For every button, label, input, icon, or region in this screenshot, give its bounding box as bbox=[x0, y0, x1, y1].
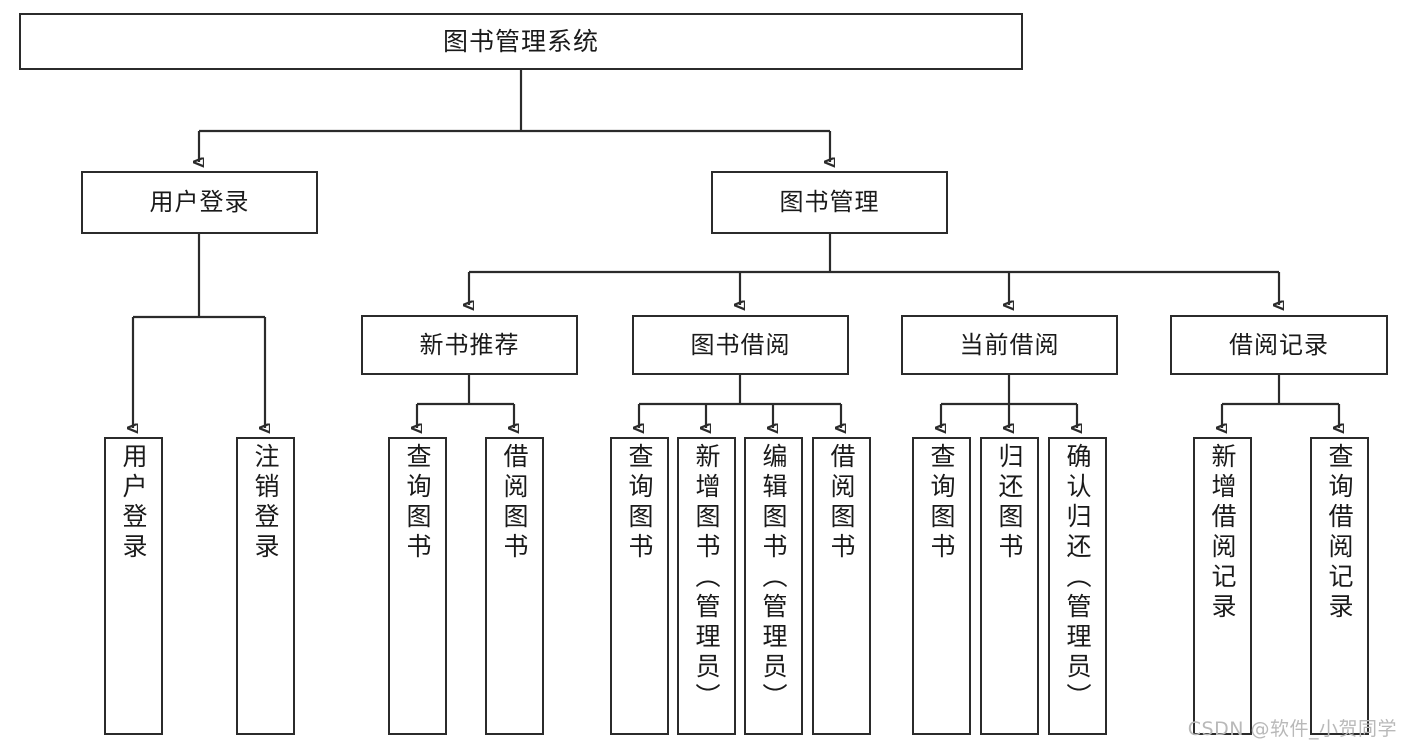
node-borrow-record[interactable]: 借阅记录 bbox=[1170, 315, 1388, 375]
node-label: 借阅图书 bbox=[500, 443, 529, 563]
node-label: 图书管理系统 bbox=[442, 26, 599, 56]
node-label: 查询图书 bbox=[403, 443, 432, 563]
watermark-text: CSDN @软件_小贺同学 bbox=[1187, 718, 1397, 740]
node-label: 新增图书（管理员） bbox=[692, 443, 721, 713]
leaf-query-book-3[interactable]: 查询图书 bbox=[912, 437, 971, 735]
node-label: 图书借阅 bbox=[690, 330, 791, 359]
node-label: 用户登录 bbox=[119, 443, 148, 563]
node-label: 确认归还（管理员） bbox=[1063, 443, 1092, 713]
node-label: 查询图书 bbox=[927, 443, 956, 563]
leaf-borrow-book-2[interactable]: 借阅图书 bbox=[812, 437, 871, 735]
node-label: 当前借阅 bbox=[959, 330, 1060, 359]
node-label: 编辑图书（管理员） bbox=[759, 443, 788, 713]
node-current-borrow[interactable]: 当前借阅 bbox=[901, 315, 1118, 375]
leaf-borrow-book-1[interactable]: 借阅图书 bbox=[485, 437, 544, 735]
node-root-system[interactable]: 图书管理系统 bbox=[19, 13, 1023, 70]
leaf-query-book-1[interactable]: 查询图书 bbox=[388, 437, 447, 735]
leaf-user-login[interactable]: 用户登录 bbox=[104, 437, 163, 735]
leaf-add-book[interactable]: 新增图书（管理员） bbox=[677, 437, 736, 735]
leaf-query-book-2[interactable]: 查询图书 bbox=[610, 437, 669, 735]
node-label: 图书管理 bbox=[779, 188, 880, 217]
node-new-book-recommend[interactable]: 新书推荐 bbox=[361, 315, 578, 375]
node-label: 借阅记录 bbox=[1229, 330, 1329, 359]
node-book-borrow[interactable]: 图书借阅 bbox=[632, 315, 849, 375]
node-label: 新增借阅记录 bbox=[1208, 443, 1237, 623]
node-user-login[interactable]: 用户登录 bbox=[81, 171, 318, 234]
node-label: 查询图书 bbox=[625, 443, 654, 563]
node-label: 新书推荐 bbox=[419, 330, 520, 359]
node-book-manage[interactable]: 图书管理 bbox=[711, 171, 948, 234]
node-label: 用户登录 bbox=[149, 188, 250, 217]
leaf-return-book[interactable]: 归还图书 bbox=[980, 437, 1039, 735]
leaf-confirm-return[interactable]: 确认归还（管理员） bbox=[1048, 437, 1107, 735]
leaf-add-record[interactable]: 新增借阅记录 bbox=[1193, 437, 1252, 735]
node-label: 查询借阅记录 bbox=[1325, 443, 1354, 623]
node-label: 注销登录 bbox=[251, 443, 280, 563]
leaf-edit-book[interactable]: 编辑图书（管理员） bbox=[744, 437, 803, 735]
leaf-user-logout[interactable]: 注销登录 bbox=[236, 437, 295, 735]
leaf-query-record[interactable]: 查询借阅记录 bbox=[1310, 437, 1369, 735]
node-label: 归还图书 bbox=[995, 443, 1024, 563]
node-label: 借阅图书 bbox=[827, 443, 856, 563]
